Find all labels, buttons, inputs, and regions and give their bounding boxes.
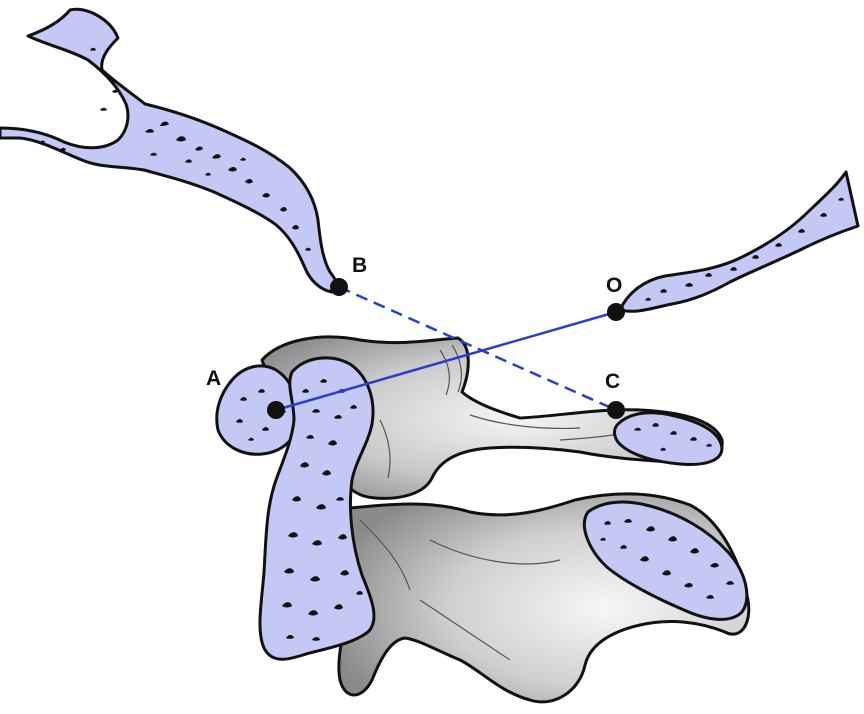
- axis-spinous-process-section: [582, 500, 749, 621]
- line-b-c: [338, 285, 617, 412]
- line-a-o: [275, 310, 617, 412]
- point-c-marker: [607, 401, 625, 419]
- atlas-anterior-arch-section: [215, 364, 300, 456]
- label-o: O: [606, 274, 622, 297]
- landmark-labels: A B C O: [206, 254, 622, 393]
- dens-section: [258, 356, 376, 661]
- opisthion-section: [618, 170, 860, 313]
- measurement-lines: [275, 285, 617, 412]
- atlas-posterior-arch-section: [613, 411, 724, 466]
- occiput-section: [0, 7, 339, 294]
- label-a: A: [206, 367, 221, 390]
- label-b: B: [352, 254, 367, 277]
- label-c: C: [605, 370, 620, 393]
- landmark-points: [267, 278, 625, 419]
- point-o-marker: [607, 303, 625, 321]
- point-a-marker: [267, 401, 285, 419]
- point-b-marker: [330, 278, 348, 296]
